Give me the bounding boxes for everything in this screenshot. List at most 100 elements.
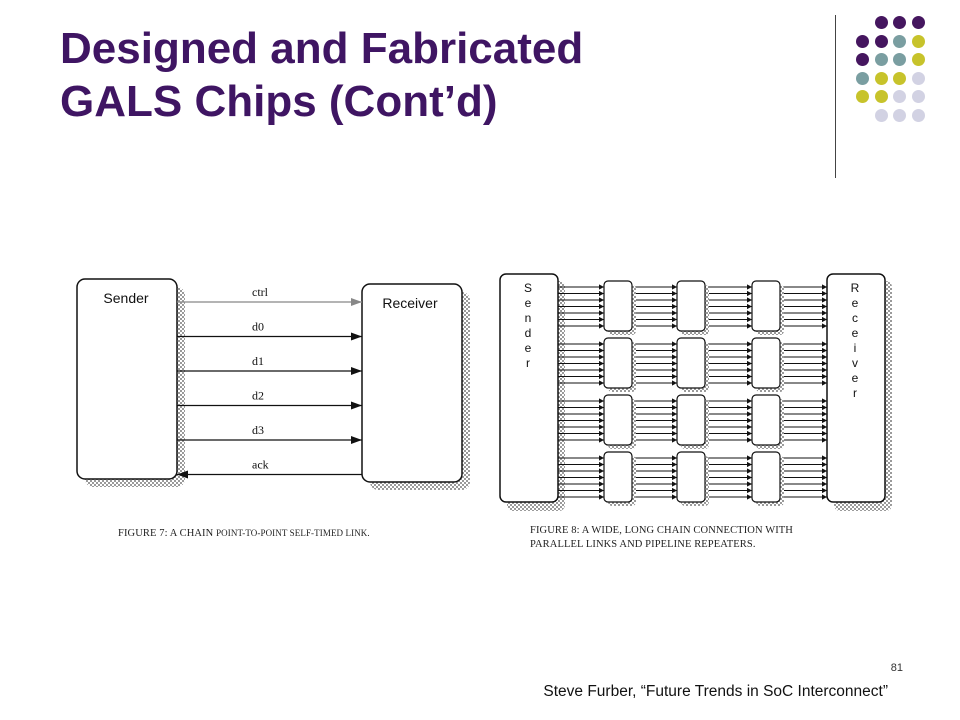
dot-olive bbox=[874, 71, 888, 85]
link-arrowhead bbox=[599, 316, 604, 323]
link-arrowhead bbox=[747, 380, 752, 386]
dot-purple bbox=[856, 34, 869, 48]
link-arrowhead bbox=[599, 354, 604, 360]
sender-letter: S bbox=[524, 281, 532, 295]
link-arrowhead bbox=[747, 373, 752, 380]
link-arrowhead bbox=[672, 360, 677, 367]
link-arrowhead bbox=[599, 481, 604, 487]
link-arrowhead bbox=[599, 404, 604, 411]
link-arrowhead bbox=[747, 481, 752, 487]
signal-arrowhead-d2 bbox=[351, 401, 362, 410]
link-arrowhead bbox=[747, 411, 752, 417]
pipeline-repeater bbox=[676, 337, 706, 389]
pipeline-repeater bbox=[603, 337, 633, 389]
link-arrowhead bbox=[599, 411, 604, 417]
link-arrowhead bbox=[822, 424, 827, 430]
link-arrowhead bbox=[599, 461, 604, 468]
link-arrowhead bbox=[672, 455, 677, 461]
figure-7-caption: FIGURE 7: A CHAIN POINT-TO-POINT SELF-TI… bbox=[118, 526, 370, 541]
link-arrowhead bbox=[672, 481, 677, 487]
link-arrowhead bbox=[747, 430, 752, 437]
link-arrowhead bbox=[822, 455, 827, 461]
link-arrowhead bbox=[747, 310, 752, 316]
pipeline-repeater bbox=[751, 280, 781, 332]
link-arrowhead bbox=[599, 373, 604, 380]
link-arrowhead bbox=[672, 474, 677, 481]
sender-letter: e bbox=[525, 341, 532, 355]
link-arrowhead bbox=[672, 494, 677, 500]
link-arrowhead bbox=[672, 290, 677, 297]
sender-label: Sender bbox=[103, 290, 148, 306]
link-arrowhead bbox=[747, 417, 752, 424]
link-arrowhead bbox=[672, 417, 677, 424]
receiver-letter: R bbox=[851, 281, 860, 295]
link-arrowhead bbox=[822, 297, 827, 303]
receiver-letter: e bbox=[852, 296, 859, 310]
figure-8-caption: FIGURE 8: A WIDE, LONG CHAIN CONNECTION … bbox=[530, 524, 793, 552]
dot-olive bbox=[856, 90, 869, 103]
signal-label-d1: d1 bbox=[252, 354, 264, 368]
link-arrowhead bbox=[672, 487, 677, 494]
link-arrowhead bbox=[599, 494, 604, 500]
link-arrowhead bbox=[599, 367, 604, 373]
link-arrowhead bbox=[822, 360, 827, 367]
link-arrowhead bbox=[822, 430, 827, 437]
link-arrowhead bbox=[599, 303, 604, 310]
slide-title: Designed and Fabricated GALS Chips (Cont… bbox=[60, 22, 760, 128]
slide-title-line-1: Designed and Fabricated bbox=[60, 24, 584, 73]
link-arrowhead bbox=[822, 303, 827, 310]
link-arrowhead bbox=[747, 455, 752, 461]
pipeline-repeater bbox=[751, 394, 781, 446]
link-arrowhead bbox=[672, 316, 677, 323]
link-arrowhead bbox=[599, 430, 604, 437]
pipeline-repeater bbox=[676, 451, 706, 503]
link-arrowhead bbox=[822, 468, 827, 474]
link-arrowhead bbox=[672, 341, 677, 347]
signal-label-d3: d3 bbox=[252, 423, 264, 437]
link-arrowhead bbox=[822, 437, 827, 443]
dot-lavender bbox=[893, 108, 906, 122]
dot-lavender bbox=[911, 90, 925, 103]
sender-column-box bbox=[499, 273, 559, 503]
link-arrowhead bbox=[672, 373, 677, 380]
link-arrowhead bbox=[822, 404, 827, 411]
link-arrowhead bbox=[822, 284, 827, 290]
link-arrowhead bbox=[822, 367, 827, 373]
link-arrowhead bbox=[599, 398, 604, 404]
figure-7-caption-rest: POINT-TO-POINT SELF-TIMED LINK. bbox=[216, 528, 370, 538]
dot-teal bbox=[893, 34, 906, 48]
link-arrowhead bbox=[672, 424, 677, 430]
link-arrowhead bbox=[599, 455, 604, 461]
dot-lavender bbox=[874, 108, 888, 122]
link-arrowhead bbox=[672, 468, 677, 474]
sender-letter: n bbox=[525, 311, 532, 325]
link-arrowhead bbox=[747, 474, 752, 481]
link-arrowhead bbox=[747, 347, 752, 354]
dot-olive bbox=[874, 90, 888, 103]
link-arrowhead bbox=[822, 380, 827, 386]
link-arrowhead bbox=[599, 474, 604, 481]
receiver-letter: e bbox=[852, 326, 859, 340]
link-arrowhead bbox=[672, 284, 677, 290]
link-arrowhead bbox=[747, 284, 752, 290]
dot-purple bbox=[874, 16, 888, 29]
link-arrowhead bbox=[822, 474, 827, 481]
title-divider-line bbox=[835, 15, 836, 178]
receiver-letter: r bbox=[853, 386, 857, 400]
dot-purple bbox=[911, 16, 925, 29]
link-arrowhead bbox=[822, 373, 827, 380]
link-arrowhead bbox=[747, 297, 752, 303]
link-arrowhead bbox=[672, 430, 677, 437]
link-arrowhead bbox=[599, 360, 604, 367]
link-arrowhead bbox=[599, 347, 604, 354]
link-arrowhead bbox=[822, 354, 827, 360]
sender-letter: e bbox=[525, 296, 532, 310]
receiver-letter: i bbox=[854, 341, 857, 355]
link-arrowhead bbox=[672, 411, 677, 417]
link-arrowhead bbox=[599, 290, 604, 297]
link-arrowhead bbox=[599, 284, 604, 290]
link-arrowhead bbox=[672, 303, 677, 310]
pipeline-repeater bbox=[603, 451, 633, 503]
